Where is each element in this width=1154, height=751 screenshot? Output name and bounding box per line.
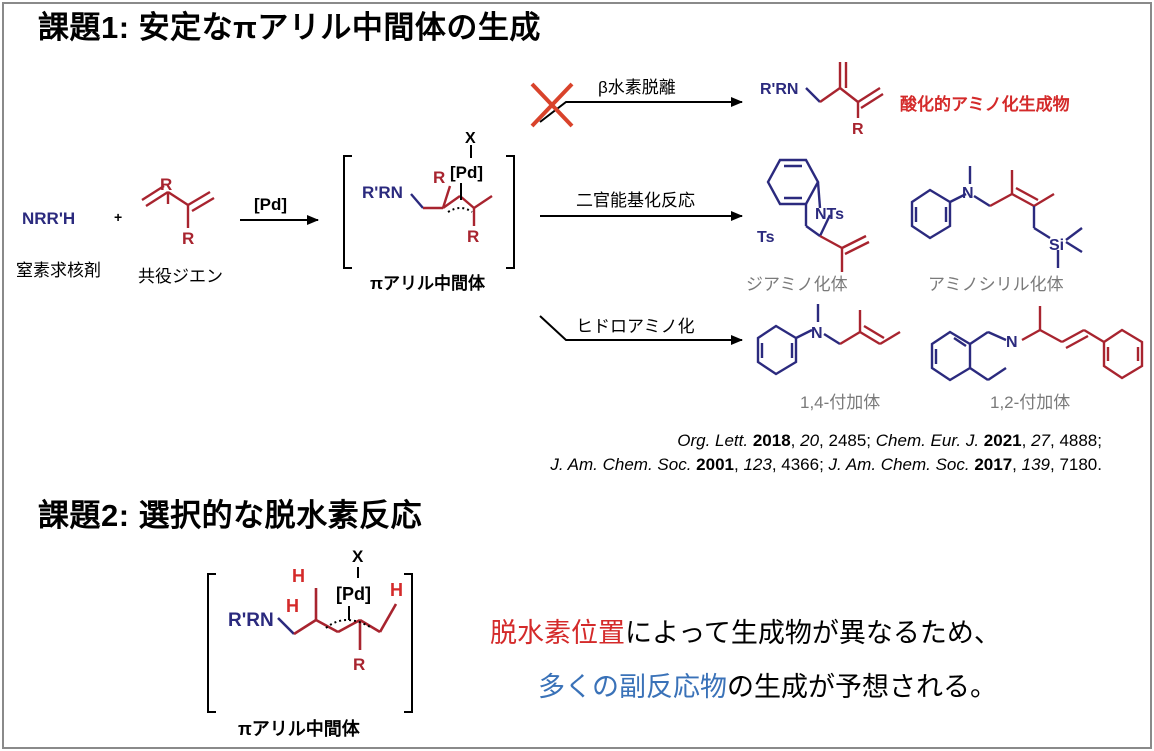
hydroamination-label: ヒドロアミノ化 — [576, 317, 695, 336]
intermediate2-brackets — [207, 573, 413, 713]
beta-product-label: 酸化的アミノ化生成物 — [900, 95, 1070, 114]
int1-x: X — [465, 130, 476, 147]
note-line-2: 多くの副反応物の生成が予想される。 — [538, 674, 997, 701]
int2-h-mid: H — [286, 596, 299, 616]
catalyst-label: [Pd] — [254, 195, 288, 214]
a14-n: N — [811, 325, 823, 342]
intermediate-label: πアリル中間体 — [370, 274, 486, 293]
intermediate2-label: πアリル中間体 — [238, 719, 360, 739]
beta-rn: R'RN — [760, 81, 798, 98]
reference-line-1: Org. Lett. 2018, 20, 2485; Chem. Eur. J.… — [677, 431, 1102, 450]
note-line-2-highlight: 多くの副反応物 — [538, 672, 727, 702]
int1-pd: [Pd] — [450, 163, 483, 182]
pathway-arrows — [539, 97, 743, 345]
int1-r-bottom: R — [467, 227, 479, 246]
asil-n: N — [962, 185, 974, 202]
reference-line-2: J. Am. Chem. Soc. 2001, 123, 4366; J. Am… — [550, 455, 1102, 474]
int2-r: R — [353, 655, 365, 674]
intermediate-skeleton — [410, 145, 493, 226]
section2-heading: 課題2: 選択的な脱水素反応 — [38, 498, 423, 533]
nucleophile-label: 窒素求核剤 — [16, 261, 101, 280]
note-line-1-highlight: 脱水素位置 — [490, 618, 625, 648]
int2-h-left: H — [292, 566, 305, 586]
diam-ts: Ts — [757, 229, 775, 246]
aminosilylation-label: アミノシリル化体 — [928, 275, 1064, 294]
beta-elimination-label: β水素脱離 — [598, 78, 676, 97]
diene-r-top: R — [160, 175, 172, 194]
int1-rn: R'RN — [362, 183, 403, 202]
intermediate2-skeleton — [277, 567, 398, 650]
note-line-2-rest: の生成が予想される。 — [727, 672, 997, 702]
intermediate-brackets — [343, 155, 515, 269]
diam-nts: NTs — [815, 206, 844, 223]
note-line-1: 脱水素位置によって生成物が異なるため、 — [490, 620, 1001, 647]
diene-r-bottom: R — [182, 229, 194, 248]
aminosilylation-structure — [910, 166, 1083, 268]
section1-heading: 課題1: 安定なπアリル中間体の生成 — [38, 10, 541, 45]
adduct-14-label: 1,4-付加体 — [800, 393, 881, 412]
forbidden-cross-icon — [530, 82, 574, 128]
adduct-12-label: 1,2-付加体 — [990, 393, 1071, 412]
note-line-1-rest: によって生成物が異なるため、 — [625, 618, 1001, 648]
int2-pd: [Pd] — [336, 584, 371, 604]
int2-x: X — [352, 547, 364, 566]
int2-rn: R'RN — [228, 610, 274, 631]
atom-labels: R R X [Pd] R R'RN R R'RN R NTs Ts N Si N… — [160, 81, 1064, 674]
beta-r: R — [852, 121, 864, 138]
a12-n: N — [1006, 334, 1018, 351]
diamination-structure — [766, 158, 870, 272]
plus-sign: + — [114, 209, 123, 225]
adduct-12-structure — [930, 306, 1144, 382]
nucleophile: NRR'H — [22, 209, 76, 228]
diene-structure — [141, 184, 215, 228]
adduct-14-structure — [756, 304, 901, 376]
asil-si: Si — [1049, 237, 1064, 254]
diene-label: 共役ジエン — [138, 267, 223, 286]
int2-h-right: H — [390, 580, 403, 600]
difunctionalization-label: 二官能基化反応 — [576, 191, 695, 210]
int1-r-top: R — [433, 168, 445, 187]
diamination-label: ジアミノ化体 — [746, 275, 848, 294]
beta-product-structure — [805, 62, 884, 118]
